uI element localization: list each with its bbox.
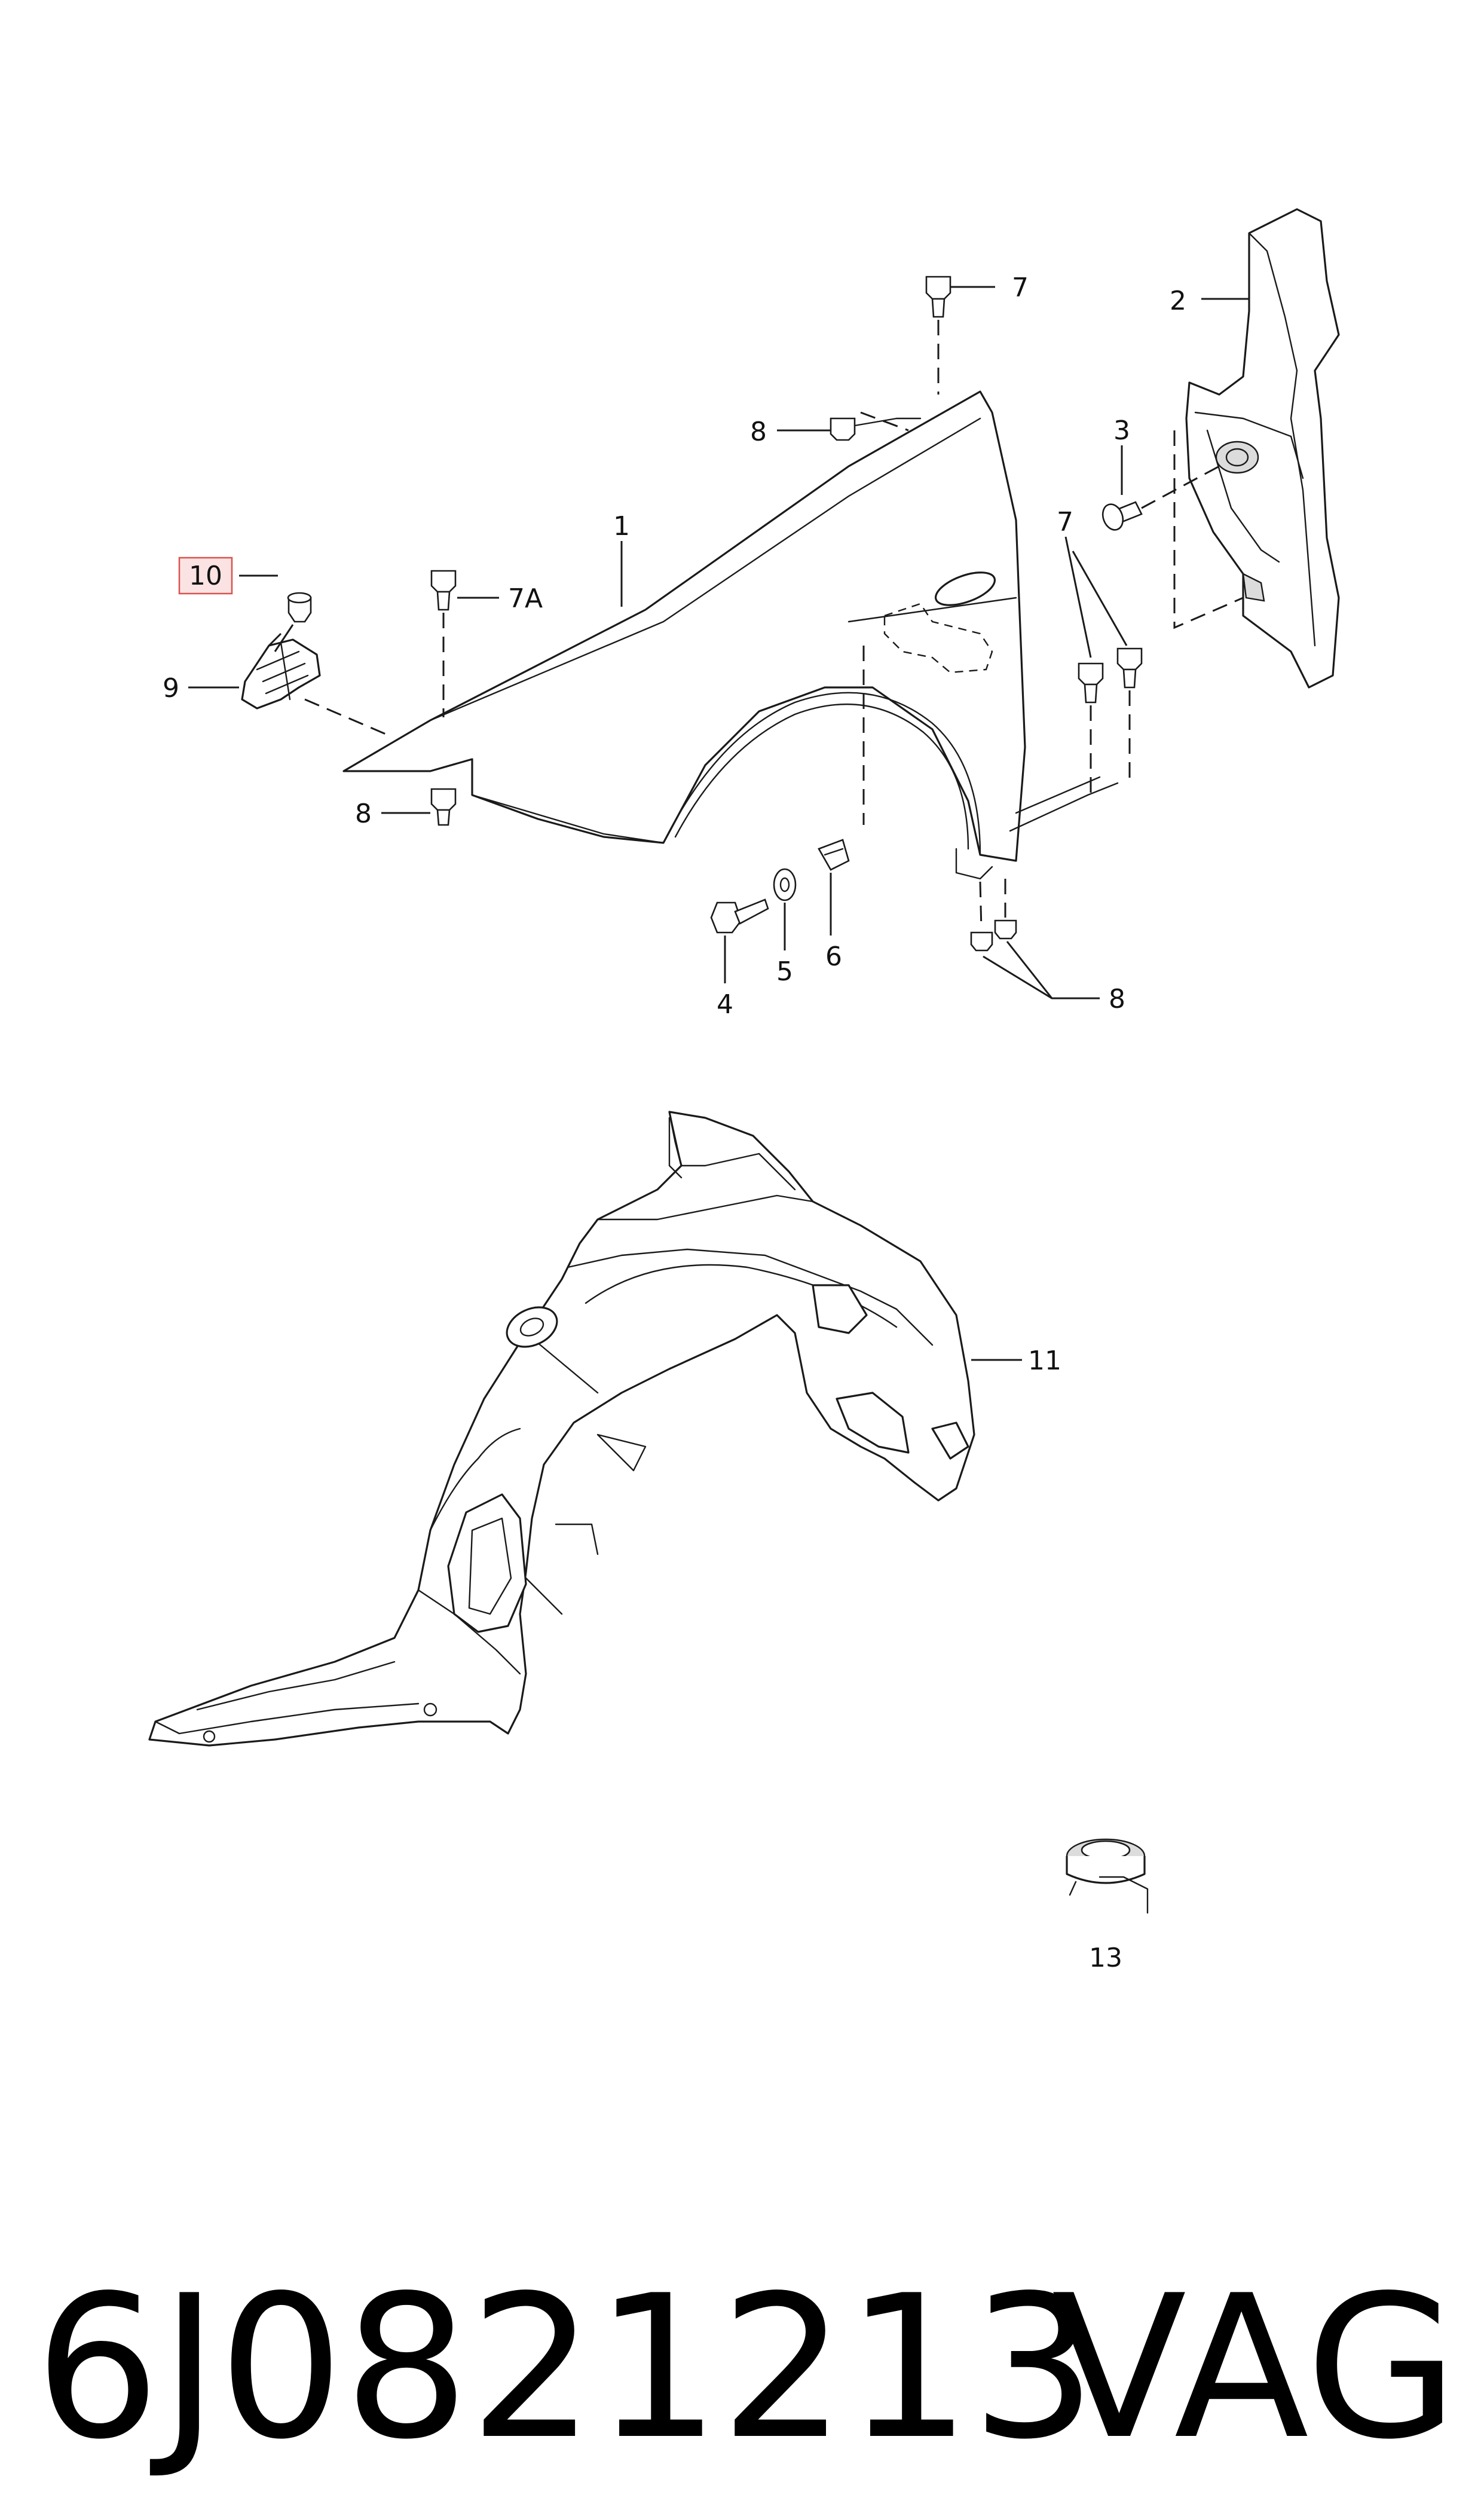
callout-10: 10 [189,561,222,591]
footer-part-number: 6J0821213 [35,2253,1097,2483]
callout-8-left: 8 [355,799,372,829]
clip-6 [818,839,850,871]
callout-7a: 7A [508,583,543,614]
callout-8-bottom: 8 [1109,984,1125,1014]
tape-roll-part [1066,1838,1149,1914]
clip-bracket-part [241,632,389,736]
leader-lines [188,286,1249,1361]
screw-3 [1101,465,1220,531]
bolt-4 [710,898,769,934]
callout-5: 5 [776,956,793,987]
footer-brand: VAG [1052,2253,1458,2483]
nut-part [274,592,312,652]
bolt-7-top [925,276,951,395]
callout-8-top: 8 [750,417,767,447]
bolt-7a [430,570,457,717]
callout-6: 6 [825,941,842,972]
bolt-8-left [430,788,457,826]
mounting-bracket-part [1173,208,1340,689]
callout-9: 9 [163,673,179,704]
wheel-housing-liner-part [148,1111,975,1747]
callout-1: 1 [613,511,630,542]
callout-10-highlight [178,557,233,595]
callout-2: 2 [1170,286,1186,316]
callout-7-top: 7 [1012,273,1029,303]
bolts-8-bottom [970,879,1017,952]
callout-13: 13 [1089,1943,1122,1973]
callout-11: 11 [1028,1346,1061,1376]
bolt-8-top [830,411,922,441]
callout-4: 4 [717,989,733,1020]
washer-5 [773,868,797,901]
callout-3: 3 [1113,415,1130,446]
fender-part [342,390,1119,880]
callout-7-right: 7 [1057,507,1073,537]
callout-labels: 1 2 3 4 5 6 7 7 7A 8 8 8 9 10 11 13 [163,273,1186,1973]
bolts-7-right [1078,647,1143,795]
